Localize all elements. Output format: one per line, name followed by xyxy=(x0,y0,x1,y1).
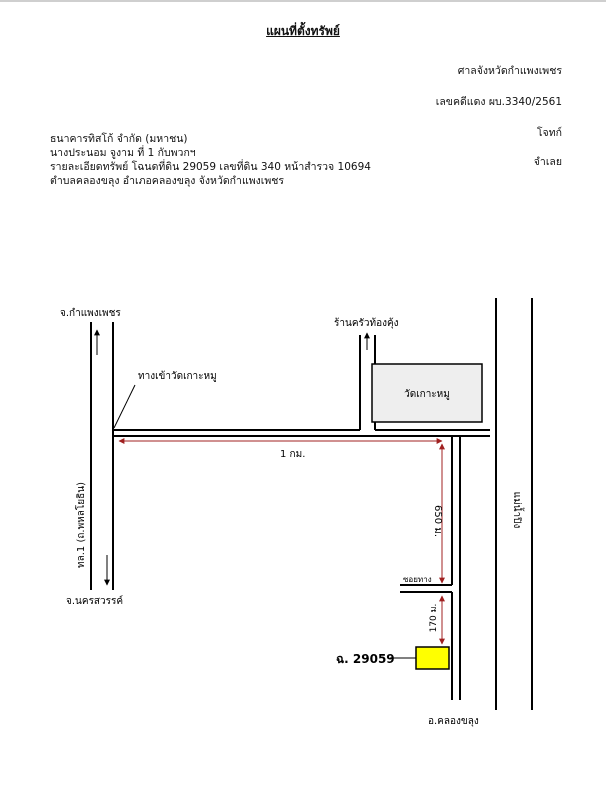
label-temple: วัดเกาะหมู xyxy=(404,389,450,400)
label-to-kamphaeng: จ.กำแพงเพชร xyxy=(60,308,121,319)
label-to-khlongkhlung: อ.คลองขลุง xyxy=(428,716,479,727)
property-detail: รายละเอียดทรัพย์ โฉนดที่ดิน 29059 เลขที่… xyxy=(50,161,371,173)
label-to-nakhonsawan: จ.นครสวรรค์ xyxy=(66,595,123,607)
temple-building xyxy=(371,363,483,423)
label-plot: ฉ. 29059 xyxy=(336,652,395,666)
property-location: ตำบลคลองขลุง อำเภอคลองขลุง จังหวัดกำแพงเ… xyxy=(50,175,285,187)
label-river: แม่น้ำปิง xyxy=(511,492,525,529)
plaintiff-label: โจทก์ xyxy=(536,127,562,139)
label-650m: 650 ม. xyxy=(432,505,443,537)
label-entrance: ทางเข้าวัดเกาะหมู xyxy=(138,370,217,382)
highway-direction-arrows xyxy=(94,329,110,586)
court-name: ศาลจังหวัดกำแพงเพชร xyxy=(457,65,562,77)
river-banks xyxy=(495,298,533,710)
property-plot xyxy=(415,646,450,670)
plaintiff-name: ธนาคารทิสโก้ จำกัด (มหาชน) xyxy=(50,133,188,145)
label-shop: ร้านครัวท้องคุ้ง xyxy=(334,317,399,329)
case-number: เลขคดีแดง ผบ.3340/2561 xyxy=(435,96,562,108)
label-170m: 170 ม. xyxy=(429,604,439,633)
label-1km: 1 กม. xyxy=(280,449,305,460)
defendant-name: นางประนอม จูงาม ที่ 1 กับพวกฯ xyxy=(50,147,196,159)
label-highway: ทล.1 (ถ.พหลโยธิน) xyxy=(74,482,87,568)
entrance-pointer xyxy=(113,384,136,429)
page-title: แผนที่ตั้งทรัพย์ xyxy=(266,24,340,38)
highway-road xyxy=(90,322,114,590)
defendant-label: จำเลย xyxy=(533,156,562,168)
page-top-border xyxy=(0,0,606,2)
label-soi: ซอยทาง xyxy=(403,575,432,584)
